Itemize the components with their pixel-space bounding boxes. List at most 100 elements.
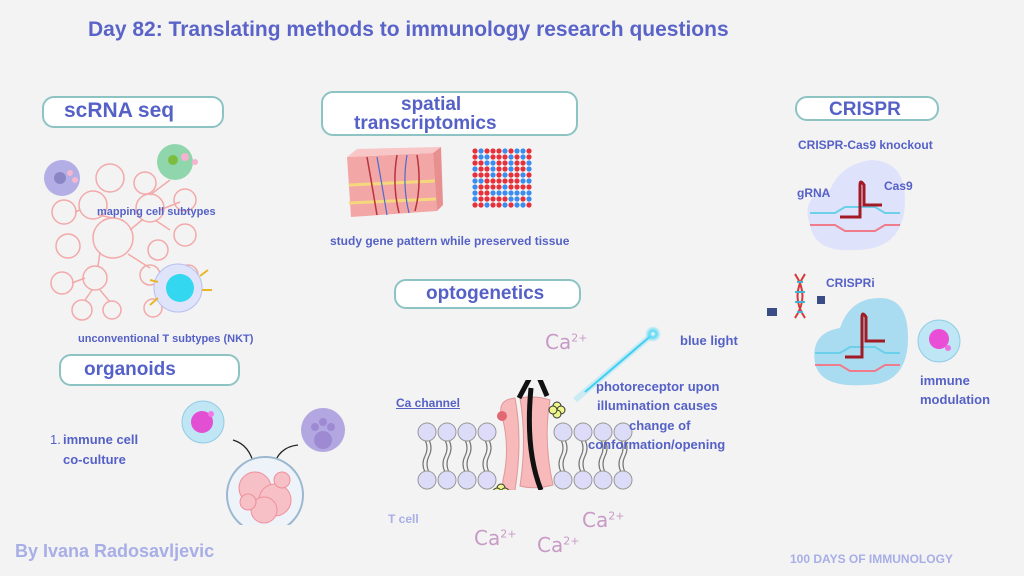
crispr-header-text: CRISPR: [829, 99, 901, 120]
grna-label: gRNA: [797, 186, 831, 200]
expression-dot: [514, 190, 520, 196]
optogenetics-header-text: optogenetics: [426, 283, 545, 304]
organoid-coculture-illustration: [181, 400, 345, 525]
expression-dot: [526, 196, 532, 202]
expression-dot: [502, 172, 508, 178]
immune-cell-icon: [917, 319, 961, 363]
expression-dot: [496, 154, 502, 160]
expression-dot: [514, 160, 520, 166]
expression-dot: [514, 184, 520, 190]
photoreceptor-icon: [500, 487, 510, 490]
expression-dot: [502, 148, 508, 154]
expression-dot: [526, 178, 532, 184]
phospholipid-head: [457, 470, 477, 490]
expression-dot: [514, 154, 520, 160]
expression-dot: [472, 166, 478, 172]
macrophage-icon: [157, 144, 198, 180]
expression-dot: [502, 202, 508, 208]
expression-dot: [508, 172, 514, 178]
expression-dot: [484, 154, 490, 160]
expression-dot: [526, 154, 532, 160]
phospholipid-head: [477, 470, 497, 490]
expression-dot: [520, 154, 526, 160]
expression-dot: [514, 178, 520, 184]
phospholipid-head: [573, 470, 593, 490]
expression-dot: [496, 184, 502, 190]
expression-dot: [484, 160, 490, 166]
expression-dot: [520, 190, 526, 196]
immune-modulation-line2: modulation: [920, 392, 991, 407]
scrna-label-mapping: mapping cell subtypes: [97, 206, 216, 218]
spatial-header-line1: spatial: [401, 94, 462, 115]
expression-dot: [478, 172, 484, 178]
dna-helix-hands-icon: [767, 273, 825, 319]
series-label: 100 DAYS OF IMMUNOLOGY: [790, 552, 953, 566]
arrow-head: [516, 380, 550, 400]
expression-dot: [526, 184, 532, 190]
phospholipid-head: [613, 470, 633, 490]
expression-dot: [496, 190, 502, 196]
expression-dot: [526, 172, 532, 178]
phospholipid-head: [417, 470, 437, 490]
spatial-header: spatial transcriptomics: [321, 91, 578, 136]
expression-dot: [514, 172, 520, 178]
expression-dot: [484, 202, 490, 208]
spatial-header-line2: transcriptomics: [354, 113, 497, 134]
scrna-label-nkt: unconventional T subtypes (NKT): [78, 333, 254, 345]
expression-dot: [508, 202, 514, 208]
expression-dot: [508, 178, 514, 184]
expression-dot: [514, 202, 520, 208]
crispri-illustration: [814, 298, 908, 386]
cell-lineage-tree-illustration: [44, 144, 212, 321]
calcium-ion-label: Ca2+: [582, 508, 625, 532]
expression-dot: [490, 178, 496, 184]
immune-modulation-line1: immune: [920, 373, 970, 388]
expression-dot: [478, 148, 484, 154]
expression-dot: [526, 160, 532, 166]
expression-dot: [472, 154, 478, 160]
photoreceptor-icon: [548, 405, 558, 415]
expression-dot: [496, 202, 502, 208]
expression-dot: [502, 184, 508, 190]
photoreceptor-icon: [492, 487, 502, 490]
expression-dot: [478, 202, 484, 208]
phospholipid-head: [457, 422, 477, 442]
expression-dot: [478, 154, 484, 160]
expression-dot: [514, 196, 520, 202]
expression-dot: [508, 184, 514, 190]
phospholipid-head: [553, 422, 573, 442]
expression-dot: [478, 160, 484, 166]
expression-dot: [502, 166, 508, 172]
crispr-header: CRISPR: [795, 96, 939, 121]
expression-dot: [490, 154, 496, 160]
organoids-item-line2: co-culture: [63, 452, 126, 467]
skin-tissue-illustration: [347, 147, 443, 217]
expression-dot: [472, 190, 478, 196]
dendritic-cell-icon: [44, 160, 80, 196]
calcium-ion-label: Ca2+: [545, 330, 588, 354]
expression-dot: [526, 190, 532, 196]
expression-dot: [490, 184, 496, 190]
phospholipid-head: [417, 422, 437, 442]
phospholipid-head: [613, 422, 633, 442]
t-cell-label: T cell: [388, 512, 419, 526]
expression-dot: [490, 190, 496, 196]
cas9-label: Cas9: [884, 179, 913, 193]
expression-dot: [484, 190, 490, 196]
expression-dot: [490, 172, 496, 178]
expression-dot: [472, 172, 478, 178]
expression-dot: [520, 172, 526, 178]
expression-dot: [520, 148, 526, 154]
blue-light-beam: [573, 326, 661, 403]
organoids-header-text: organoids: [84, 359, 176, 380]
expression-dot: [514, 148, 520, 154]
expression-dot: [490, 160, 496, 166]
expression-dot: [478, 196, 484, 202]
expression-dot: [496, 148, 502, 154]
expression-dot: [520, 166, 526, 172]
channel-left: [500, 397, 520, 490]
expression-dot: [490, 196, 496, 202]
photoreceptor-desc-3: change of: [629, 418, 691, 433]
expression-dot: [484, 196, 490, 202]
expression-dot: [508, 160, 514, 166]
